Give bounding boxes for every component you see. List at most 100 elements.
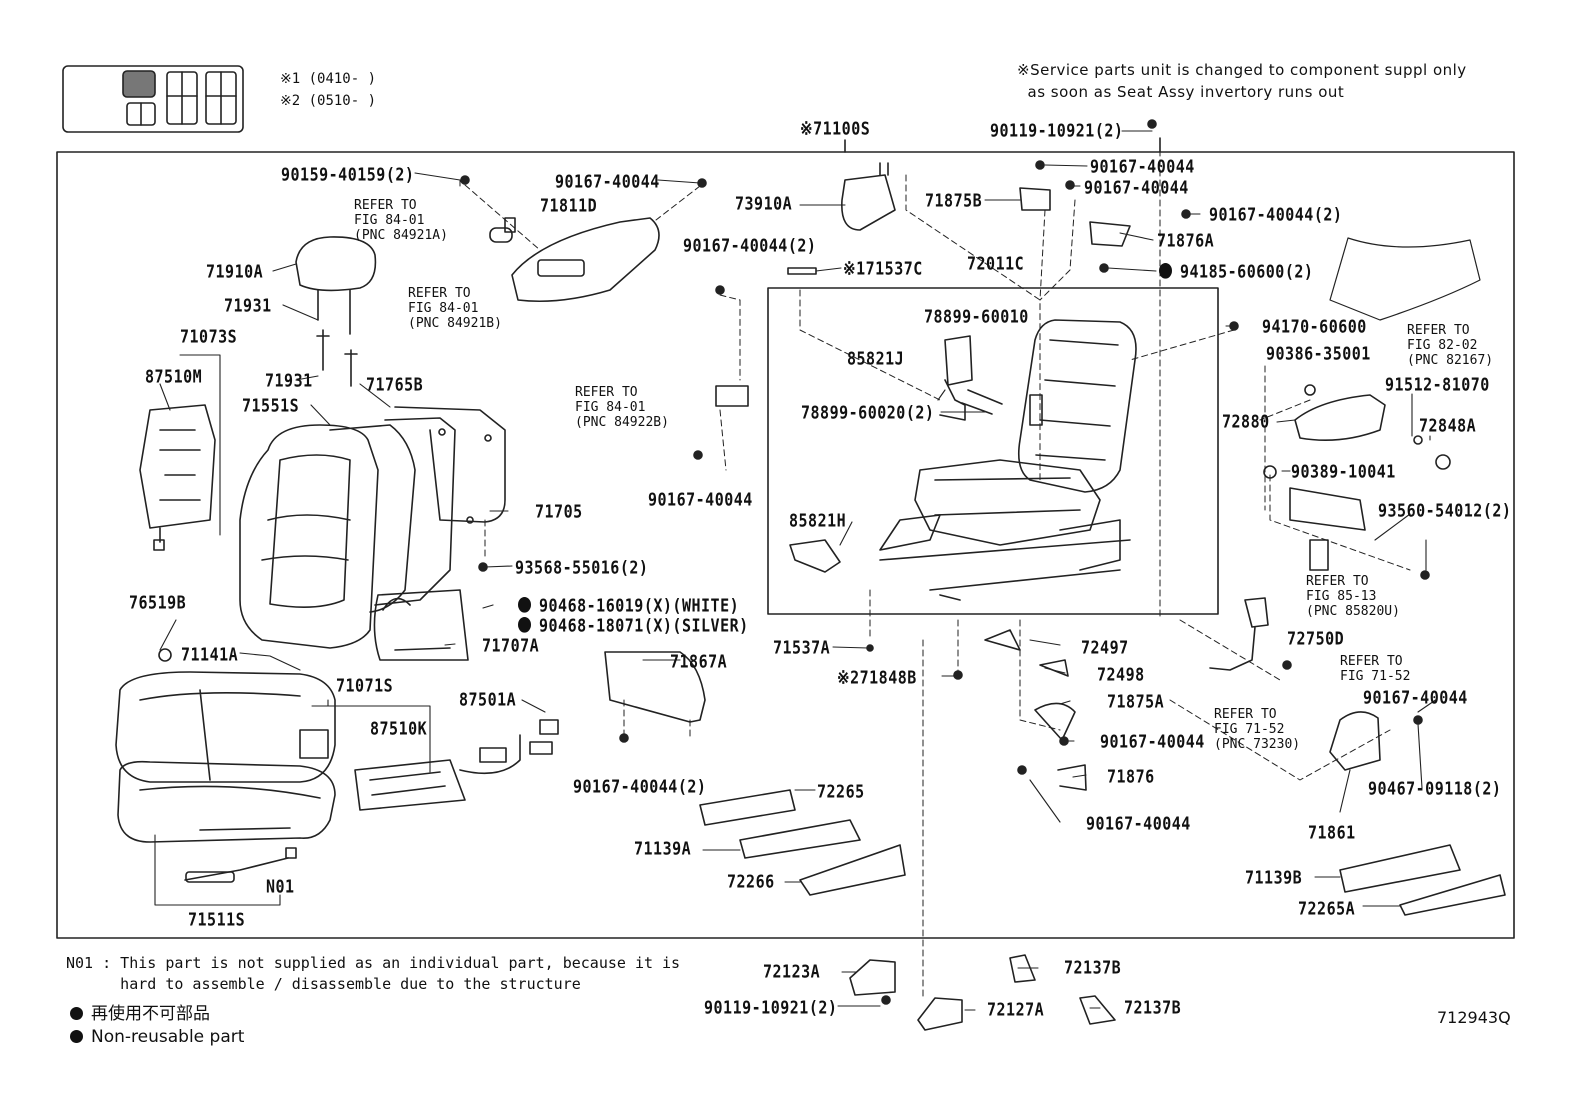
part-71551S: 71551S xyxy=(242,394,300,417)
refer-fig-84-01-84921B: REFER TO FIG 84-01 (PNC 84921B) xyxy=(408,286,502,331)
switch-73910A xyxy=(841,174,896,231)
clip-72137B-b xyxy=(1079,995,1116,1025)
part-90468-18071: 90468-18071(X)(SILVER) xyxy=(518,614,749,637)
main-assembly-number: ※71100S xyxy=(800,117,871,140)
refer-fig-85-13-85820U: REFER TO FIG 85-13 (PNC 85820U) xyxy=(1306,574,1400,619)
motor-85821J xyxy=(944,335,973,386)
side-cover-lower xyxy=(604,651,706,723)
part-90167-40044-g: 90167-40044 xyxy=(1363,686,1468,709)
legend-line-1: ※1 (0410- ) xyxy=(280,71,377,87)
part-71707A: 71707A xyxy=(482,634,540,657)
part-94170-60600: 94170-60600 xyxy=(1262,315,1367,338)
part-72123A: 72123A xyxy=(763,960,821,983)
legend-non-reusable-jp: 再使用不可部品 xyxy=(70,1006,210,1023)
part-78899-60020: 78899-60020(2) xyxy=(801,401,935,424)
part-90389-10041: 90389-10041 xyxy=(1291,460,1396,483)
rail-71139A xyxy=(739,819,861,859)
part-94185-60600: 94185-60600(2) xyxy=(1159,260,1314,283)
legend-jp-label: 再使用不可部品 xyxy=(91,1004,210,1024)
part-94185-label: 94185-60600(2) xyxy=(1180,260,1314,283)
part-85821H: 85821H xyxy=(789,509,847,532)
part-72265: 72265 xyxy=(817,780,865,803)
cover-72123A xyxy=(849,959,896,996)
part-71139A: 71139A xyxy=(634,837,692,860)
part-90167-40044-d: 90167-40044 xyxy=(555,170,660,193)
part-72265A: 72265A xyxy=(1298,897,1356,920)
part-90167-40044-c: 90167-40044(2) xyxy=(1209,203,1343,226)
part-87510K: 87510K xyxy=(370,717,428,740)
part-71811D: 71811D xyxy=(540,194,598,217)
seat-position-icon-box xyxy=(62,65,244,133)
part-71867A: 71867A xyxy=(670,650,728,673)
heater-panel-back xyxy=(139,404,216,551)
part-71705: 71705 xyxy=(535,500,583,523)
part-71511S: 71511S xyxy=(188,908,246,931)
part-76519B: 76519B xyxy=(129,591,187,614)
headrest-drawing xyxy=(295,236,377,387)
diagram-border xyxy=(56,151,1515,939)
part-90167-40044-e: 90167-40044(2) xyxy=(683,234,817,257)
seat-cushion-drawing xyxy=(115,671,336,843)
seat-frame-drawing xyxy=(879,319,1137,601)
part-87501A: 87501A xyxy=(459,688,517,711)
part-72498: 72498 xyxy=(1097,663,1145,686)
seat-back-drawing xyxy=(239,406,506,649)
refer-fig-84-01-84921A: REFER TO FIG 84-01 (PNC 84921A) xyxy=(354,198,448,243)
part-71875A: 71875A xyxy=(1107,690,1165,713)
part-N01: N01 xyxy=(266,875,295,898)
part-72011C: 72011C xyxy=(967,252,1025,275)
heater-mat-seat xyxy=(354,759,466,811)
trim-72880 xyxy=(1294,394,1386,442)
part-72880: 72880 xyxy=(1222,410,1270,433)
part-73910A: 73910A xyxy=(735,192,793,215)
legend-line-2: ※2 (0510- ) xyxy=(280,93,377,109)
part-87510M: 87510M xyxy=(145,365,203,388)
part-93560-54012: 93560-54012(2) xyxy=(1378,499,1512,522)
part-71073S: 71073S xyxy=(180,325,238,348)
part-90167-40044-b: 90167-40044 xyxy=(1084,176,1189,199)
refer-fig-71-52: REFER TO FIG 71-52 xyxy=(1340,654,1411,684)
part-71861: 71861 xyxy=(1308,821,1356,844)
part-90167-40044-j: 90167-40044 xyxy=(1086,812,1191,835)
part-71765B: 71765B xyxy=(366,373,424,396)
dashed-guide-lines xyxy=(459,139,1411,1001)
legend-en-label: Non-reusable part xyxy=(91,1027,245,1047)
part-78899-60010: 78899-60010 xyxy=(924,305,1029,328)
part-72750D: 72750D xyxy=(1287,627,1345,650)
part-72127A: 72127A xyxy=(987,998,1045,1021)
part-71141A: 71141A xyxy=(181,643,239,666)
note-n01: N01 : This part is not supplied as an in… xyxy=(66,954,681,993)
rail-71139B xyxy=(1339,844,1461,893)
part-71848B: ※271848B xyxy=(837,666,917,689)
service-parts-note: ※Service parts unit is changed to compon… xyxy=(1017,61,1467,101)
part-71876: 71876 xyxy=(1107,765,1155,788)
part-72137B-b: 72137B xyxy=(1124,996,1182,1019)
part-90167-40044-f: 90167-40044 xyxy=(648,488,753,511)
recliner-cover xyxy=(1329,711,1381,771)
part-71139B: 71139B xyxy=(1245,866,1303,889)
refer-fig-71-52-73230: REFER TO FIG 71-52 (PNC 73230) xyxy=(1214,707,1301,752)
refer-fig-82-02-82167: REFER TO FIG 82-02 (PNC 82167) xyxy=(1407,323,1494,368)
part-71537C: ※171537C xyxy=(843,257,923,280)
part-90167-40044-i: 90167-40044(2) xyxy=(573,775,707,798)
part-90468-18071-label: 90468-18071(X)(SILVER) xyxy=(539,614,749,637)
part-72848A: 72848A xyxy=(1419,414,1477,437)
back-board xyxy=(373,589,469,661)
part-90119-10921-bottom: 90119-10921(2) xyxy=(704,996,838,1019)
part-90167-40044-h: 90167-40044 xyxy=(1100,730,1205,753)
part-71071S: 71071S xyxy=(336,674,394,697)
rail-72266 xyxy=(799,844,906,896)
part-91512-81070: 91512-81070 xyxy=(1385,373,1490,396)
frame-assembly-box xyxy=(767,287,1219,615)
part-72137B-a: 72137B xyxy=(1064,956,1122,979)
clip-72137B-a xyxy=(1009,954,1036,983)
part-90467-09118: 90467-09118(2) xyxy=(1368,777,1502,800)
part-90159-40159: 90159-40159(2) xyxy=(281,163,415,186)
motor-85821H xyxy=(789,539,841,573)
part-71910A: 71910A xyxy=(206,260,264,283)
part-85821J: 85821J xyxy=(847,347,905,370)
part-72266: 72266 xyxy=(727,870,775,893)
leader-lines xyxy=(154,130,1438,1011)
part-71875B: 71875B xyxy=(925,189,983,212)
